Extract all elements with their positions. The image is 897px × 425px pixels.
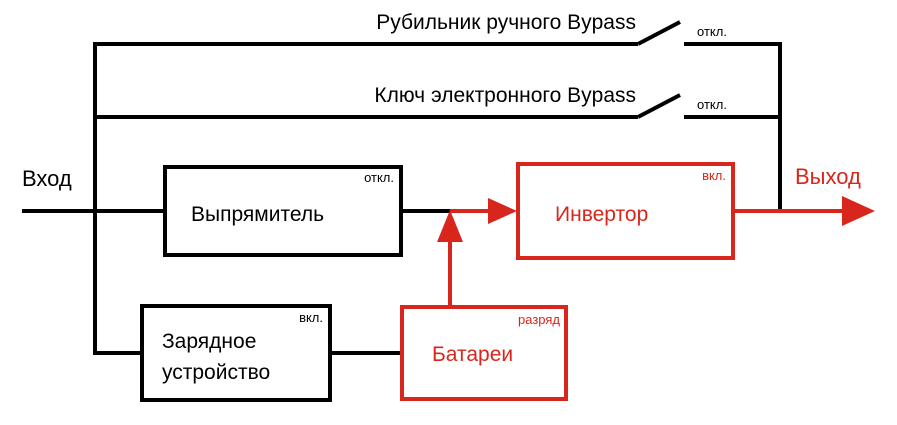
rectifier-name: Выпрямитель: [191, 203, 324, 226]
rectifier-block: [163, 165, 403, 257]
manual-bypass-label: Рубильник ручного Bypass: [376, 11, 636, 34]
manual-bypass-state: откл.: [697, 24, 727, 39]
batteries-block: [400, 305, 568, 401]
batteries-state: разряд: [518, 312, 560, 327]
inverter-state: вкл.: [702, 168, 726, 183]
electronic-bypass-label: Ключ электронного Bypass: [374, 84, 636, 107]
charger-name-line1: Зарядное: [162, 330, 256, 353]
black-wiring: [22, 20, 782, 355]
electronic-bypass-switch-blade: [637, 93, 681, 119]
inverter-block: [516, 162, 735, 260]
charger-name-line2: устройство: [162, 361, 270, 384]
input-label: Вход: [22, 166, 72, 191]
active-path: [448, 209, 845, 305]
batteries-name: Батареи: [432, 343, 513, 366]
output-label: Выход: [795, 164, 861, 189]
output-arrowhead: [842, 196, 875, 226]
arrowheads: [437, 196, 875, 242]
manual-bypass-switch-blade: [637, 20, 681, 46]
charger-block: [140, 304, 332, 402]
battery-up-arrowhead: [437, 210, 463, 242]
dc-bus-arrowhead: [488, 198, 517, 224]
inverter-name: Инвертор: [555, 203, 648, 226]
charger-state: вкл.: [299, 310, 323, 325]
electronic-bypass-state: откл.: [697, 97, 727, 112]
rectifier-state: откл.: [364, 170, 394, 185]
